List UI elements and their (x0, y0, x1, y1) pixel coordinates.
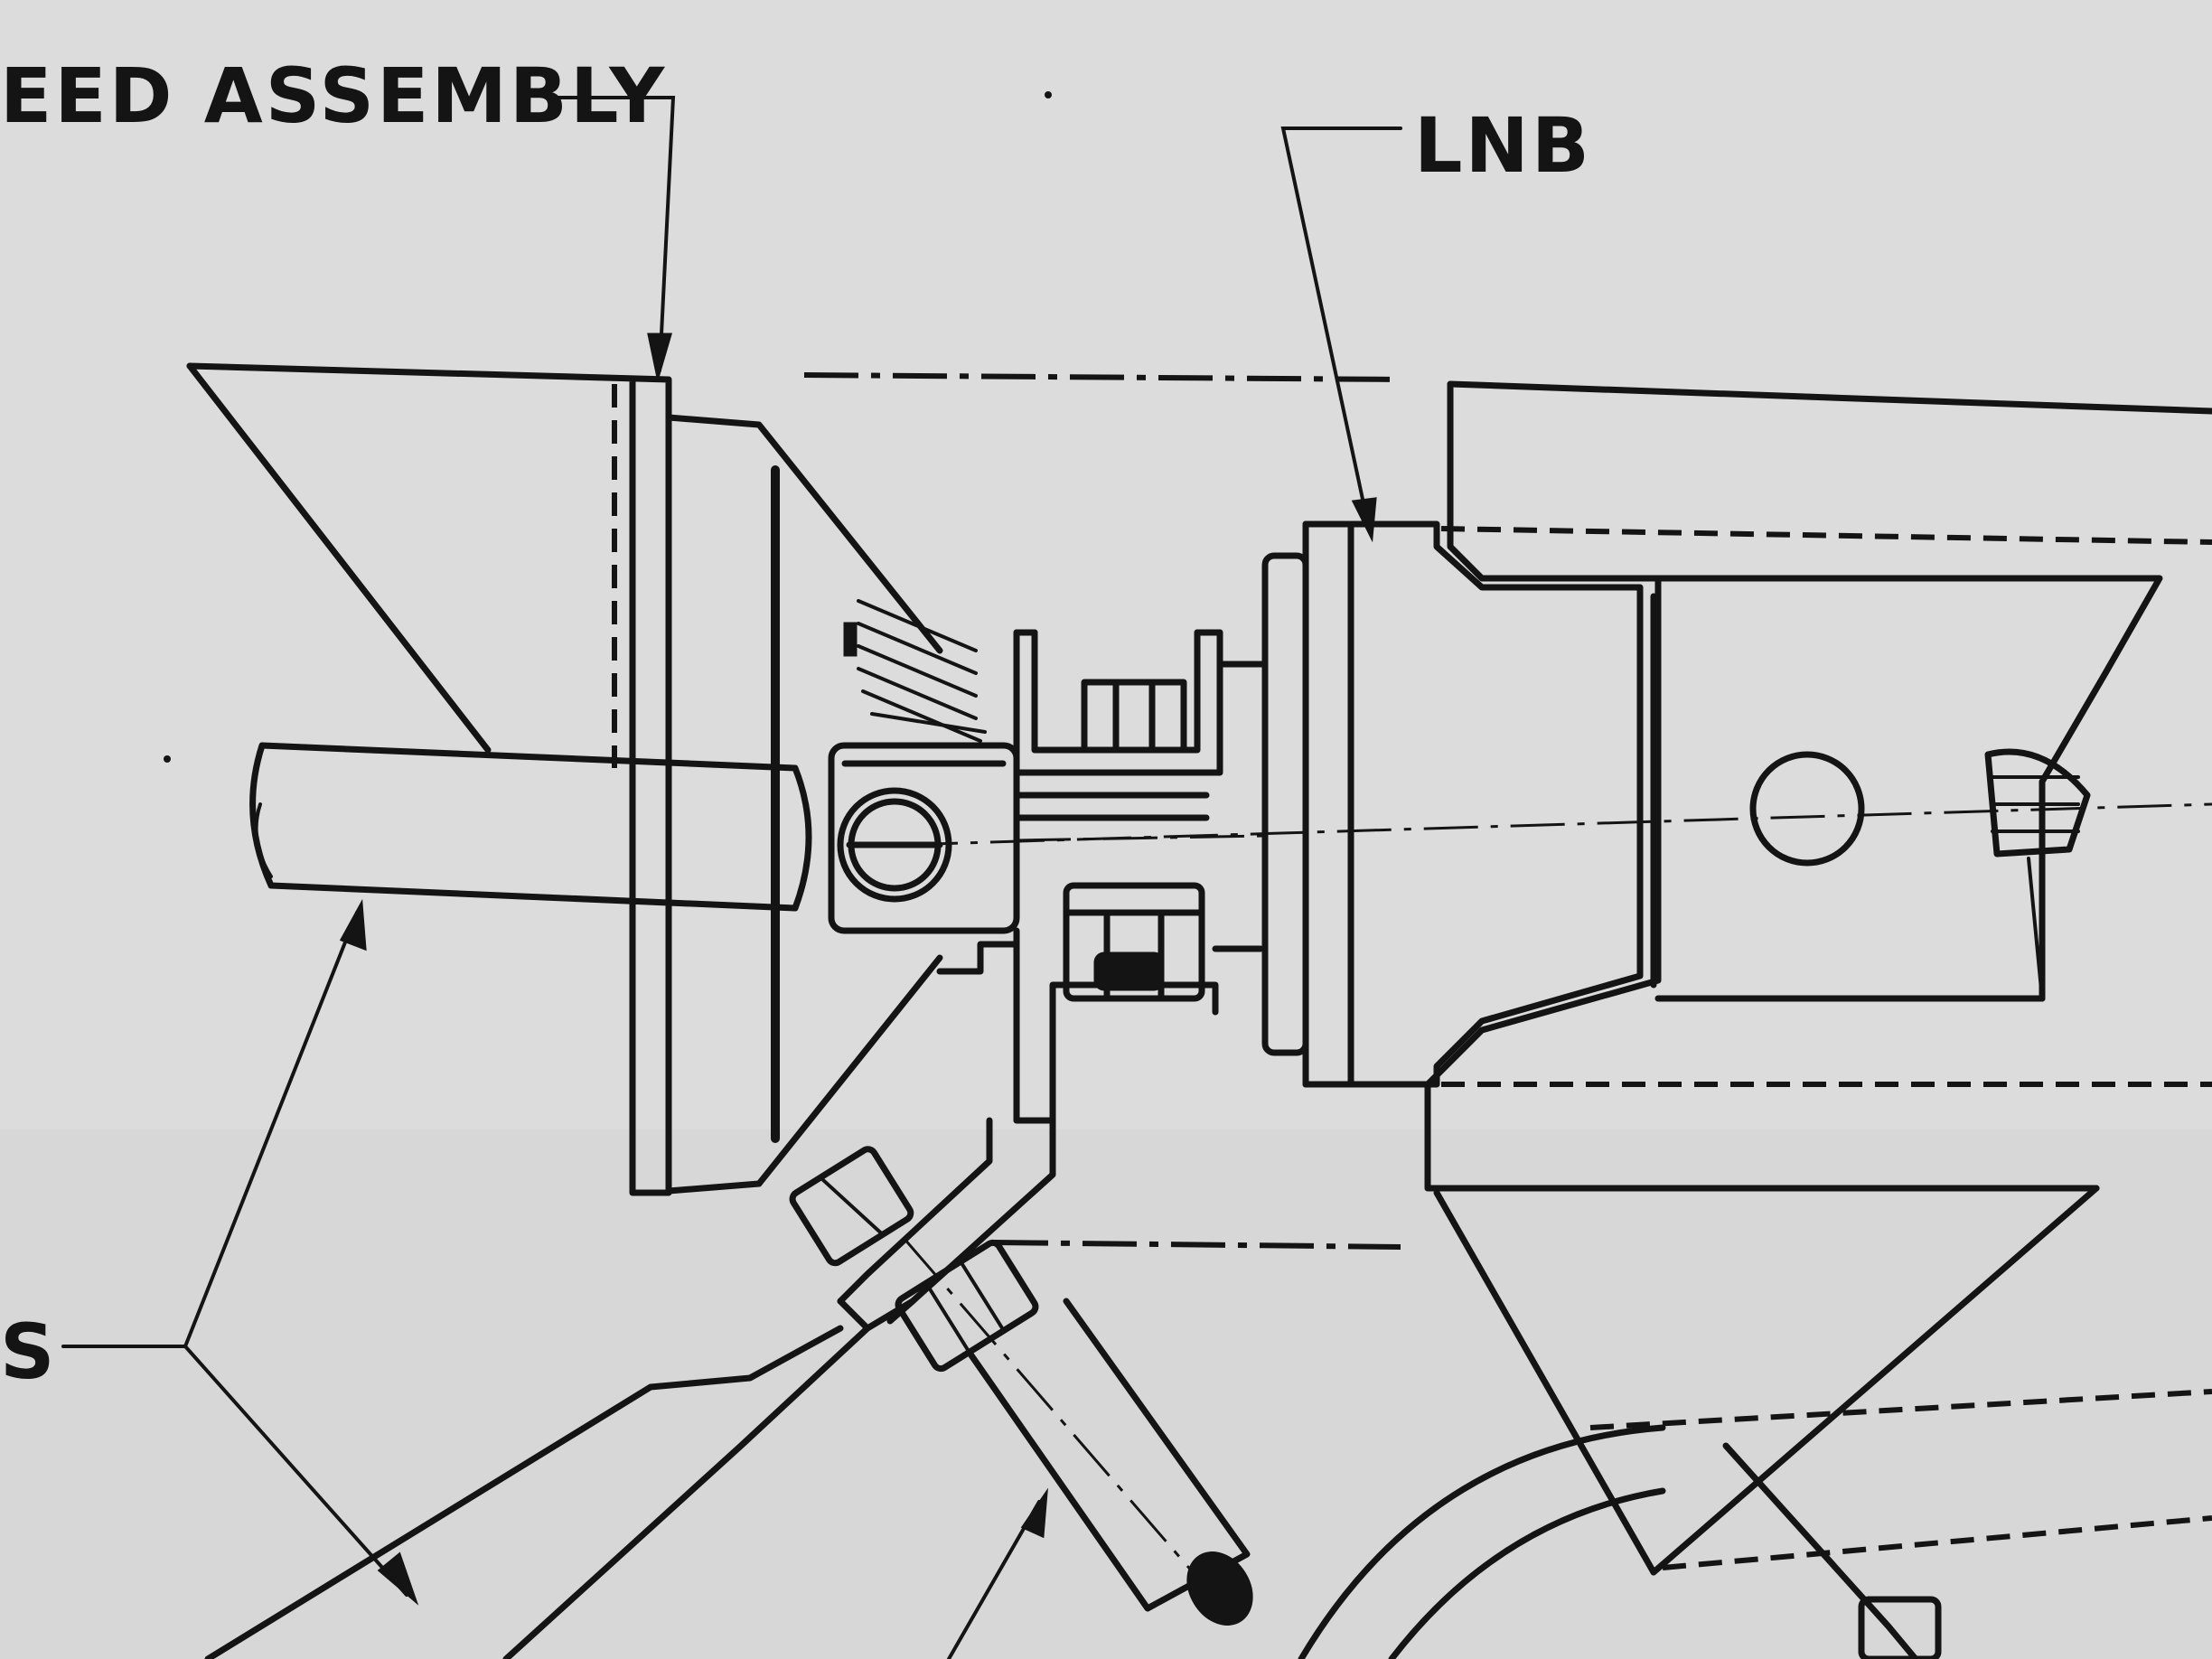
left-leader (61, 898, 419, 1606)
phantom-lines (803, 372, 2212, 1570)
paper-speck (1045, 91, 1052, 98)
feed-horn (186, 362, 943, 1196)
feed-assembly-label: EED ASSEMBLY (0, 52, 667, 140)
angled-bracket (789, 1117, 1253, 1626)
left-partial-label: S (0, 1308, 58, 1396)
flange-ribs (843, 599, 987, 743)
support-arm (249, 742, 812, 912)
paper-speck (164, 755, 171, 763)
upper-bracket (1013, 629, 1269, 821)
arm-strut (204, 1325, 871, 1659)
lnb-leader (1280, 127, 1402, 543)
lnb-label: LNB (1414, 101, 1592, 190)
lower-bracket (936, 882, 1264, 1124)
paper-fold-shade (0, 1129, 2212, 1659)
right-housing (1424, 380, 2212, 1576)
feed-assembly-leader (554, 96, 676, 379)
bottom-leader (947, 1487, 1048, 1659)
lower-mount-arc (1298, 1424, 1942, 1659)
